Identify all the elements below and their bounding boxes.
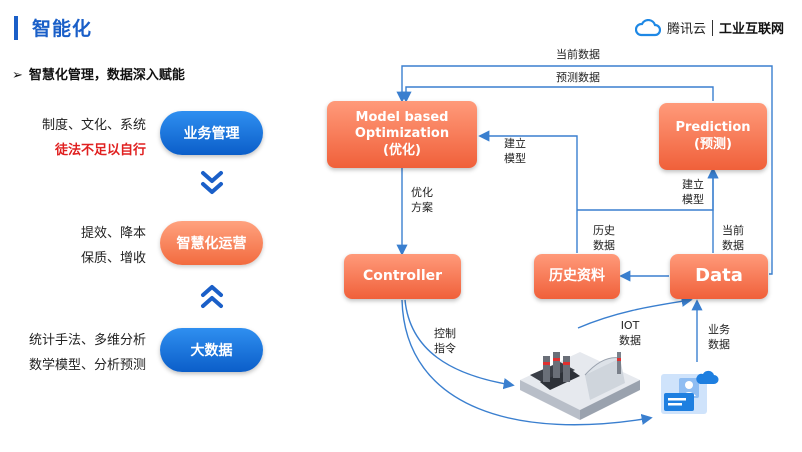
build-model-label-1: 建立 模型 <box>504 137 526 165</box>
current-data-arrow <box>396 65 773 275</box>
left-bottom-line1: 统计手法、多维分析 <box>28 333 146 348</box>
page-title: 智能化 <box>32 18 93 40</box>
prediction-line1: Prediction <box>675 120 751 136</box>
control-cmd-label: 控制 指令 <box>434 327 456 355</box>
left-middle-text: 提效、降本 保质、增收 <box>20 222 146 271</box>
left-bottom-text: 统计手法、多维分析 数学模型、分析预测 <box>8 329 146 378</box>
controller-box: Controller <box>344 254 461 299</box>
left-top-text: 制度、文化、系统 徒法不足以自行 <box>20 114 146 163</box>
chevron-up-icon <box>201 285 223 308</box>
control-cmd-arrow <box>404 299 515 390</box>
subtitle-text: 智慧化管理，数据深入赋能 <box>28 68 185 83</box>
current-data-label: 当前数据 <box>556 48 600 61</box>
data-box: Data <box>670 254 768 299</box>
left-top-line2: 徒法不足以自行 <box>54 142 146 158</box>
business-management-pill: 业务管理 <box>160 111 263 155</box>
brand-sub: 工业互联网 <box>718 22 784 37</box>
factory-icon <box>520 352 640 420</box>
brand-divider <box>711 19 713 36</box>
bullet-arrow-icon: ➢ <box>12 68 23 83</box>
history-box: 历史资料 <box>534 254 620 299</box>
prediction-box: Prediction (预测) <box>659 103 767 170</box>
build-model-arrow-1 <box>478 130 578 253</box>
left-middle-line1: 提效、降本 <box>80 226 146 241</box>
chevron-down-icon <box>201 171 223 194</box>
controller-to-system-arrow <box>401 299 653 426</box>
optimize-plan-label: 优化 方案 <box>411 186 433 214</box>
brand-name: 腾讯云 <box>666 22 706 37</box>
big-data-pill: 大数据 <box>160 328 263 372</box>
left-middle-line2: 保质、增收 <box>80 250 146 266</box>
iot-data-arrow <box>577 295 693 329</box>
section-subtitle: ➢ 智慧化管理，数据深入赋能 <box>12 64 185 83</box>
build-model-label-2: 建立 模型 <box>682 178 704 206</box>
title-accent-bar <box>14 16 18 40</box>
forecast-data-label: 预测数据 <box>556 71 600 84</box>
prediction-line2: (预测) <box>694 136 732 152</box>
mbo-line1: Model based <box>355 110 449 126</box>
mbo-box: Model based Optimization (优化) <box>327 101 477 168</box>
left-top-line1: 制度、文化、系统 <box>41 118 146 133</box>
mbo-line2: Optimization <box>354 126 450 142</box>
cloud-icon <box>634 18 661 36</box>
history-data-label: 历史 数据 <box>593 224 615 252</box>
brand-logo: 腾讯云 工业互联网 <box>634 18 784 37</box>
left-bottom-line2: 数学模型、分析预测 <box>28 357 146 373</box>
business-data-label: 业务 数据 <box>708 323 730 351</box>
forecast-data-arrow <box>400 86 714 103</box>
mbo-line3: (优化) <box>383 142 421 158</box>
smart-operation-pill: 智慧化运营 <box>160 221 263 265</box>
current-data-label-2: 当前 数据 <box>722 224 744 252</box>
business-system-icon <box>661 370 719 414</box>
iot-data-label: IOT 数据 <box>619 319 641 347</box>
